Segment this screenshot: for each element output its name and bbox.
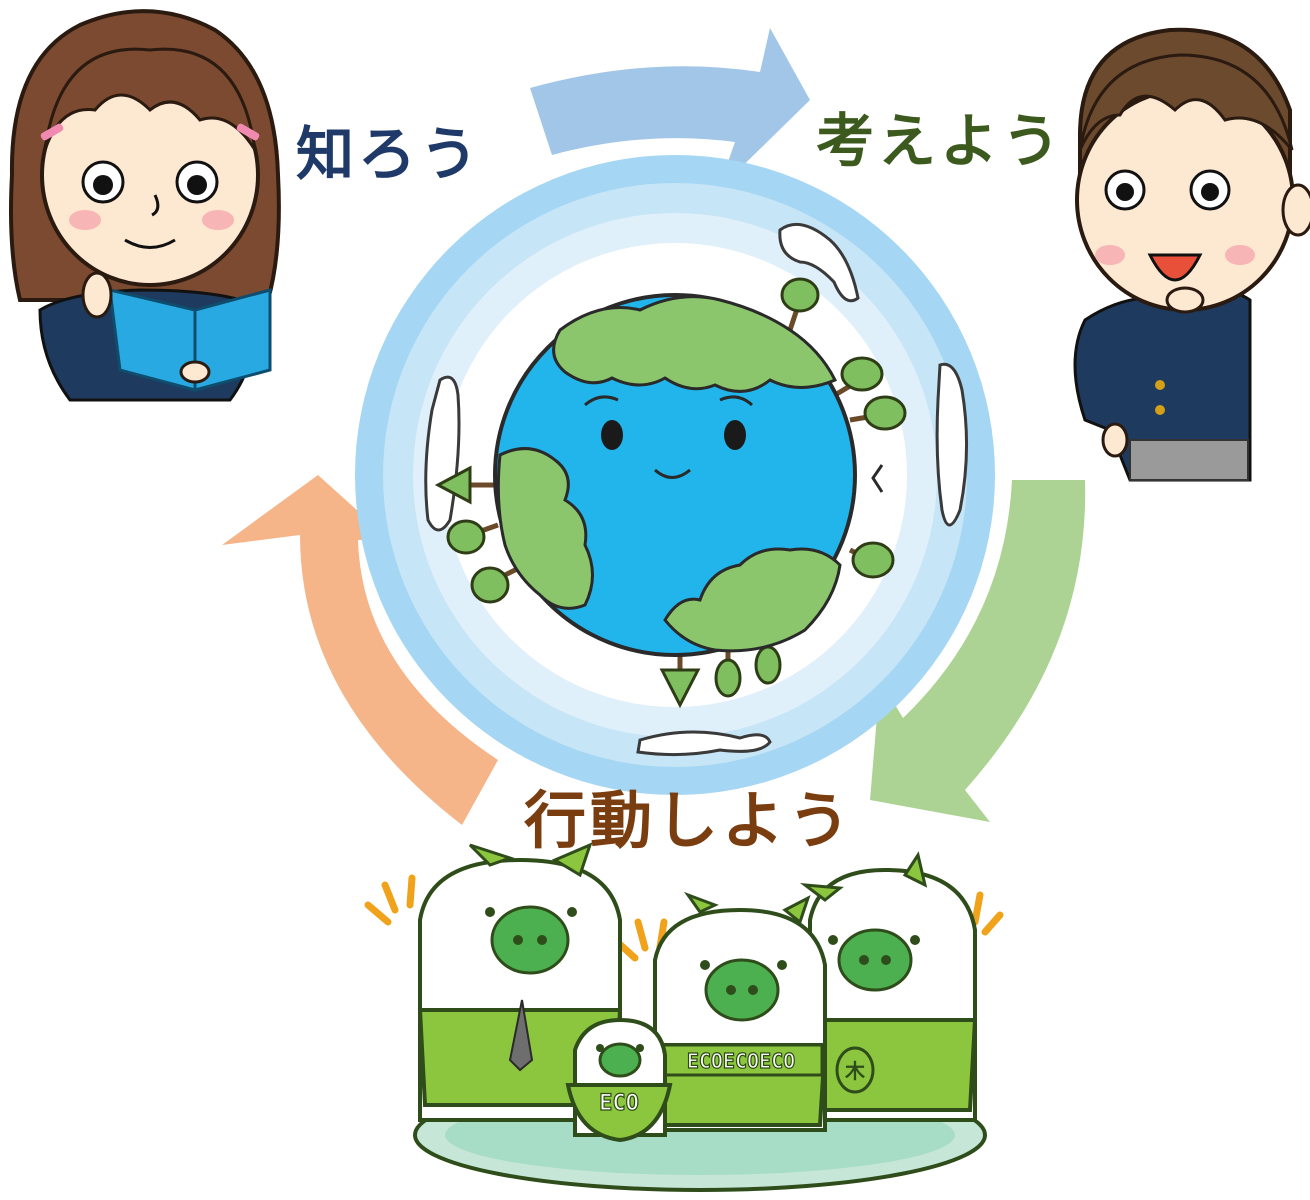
girl-reading-icon: [9, 9, 281, 402]
smiling-earth-icon: [493, 293, 884, 657]
step-label-know: 知ろう: [296, 120, 483, 188]
leaf-badge-text: 木: [844, 1059, 866, 1083]
step-label-act: 行動しよう: [524, 784, 855, 857]
arrow-know-to-think: [530, 28, 810, 190]
arrow-act-to-know: [222, 475, 498, 825]
tree-group: [434, 277, 907, 709]
child-badge-text: ECO: [599, 1091, 639, 1116]
step-label-think: 考えよう: [816, 107, 1065, 175]
boy-thinking-icon: [1073, 27, 1310, 482]
belt-text: ECOECOECO: [687, 1049, 795, 1073]
arrow-think-to-act: [870, 480, 1086, 822]
eco-pig-family-icon: 木 ECOECOECO ECO: [364, 842, 1004, 1192]
